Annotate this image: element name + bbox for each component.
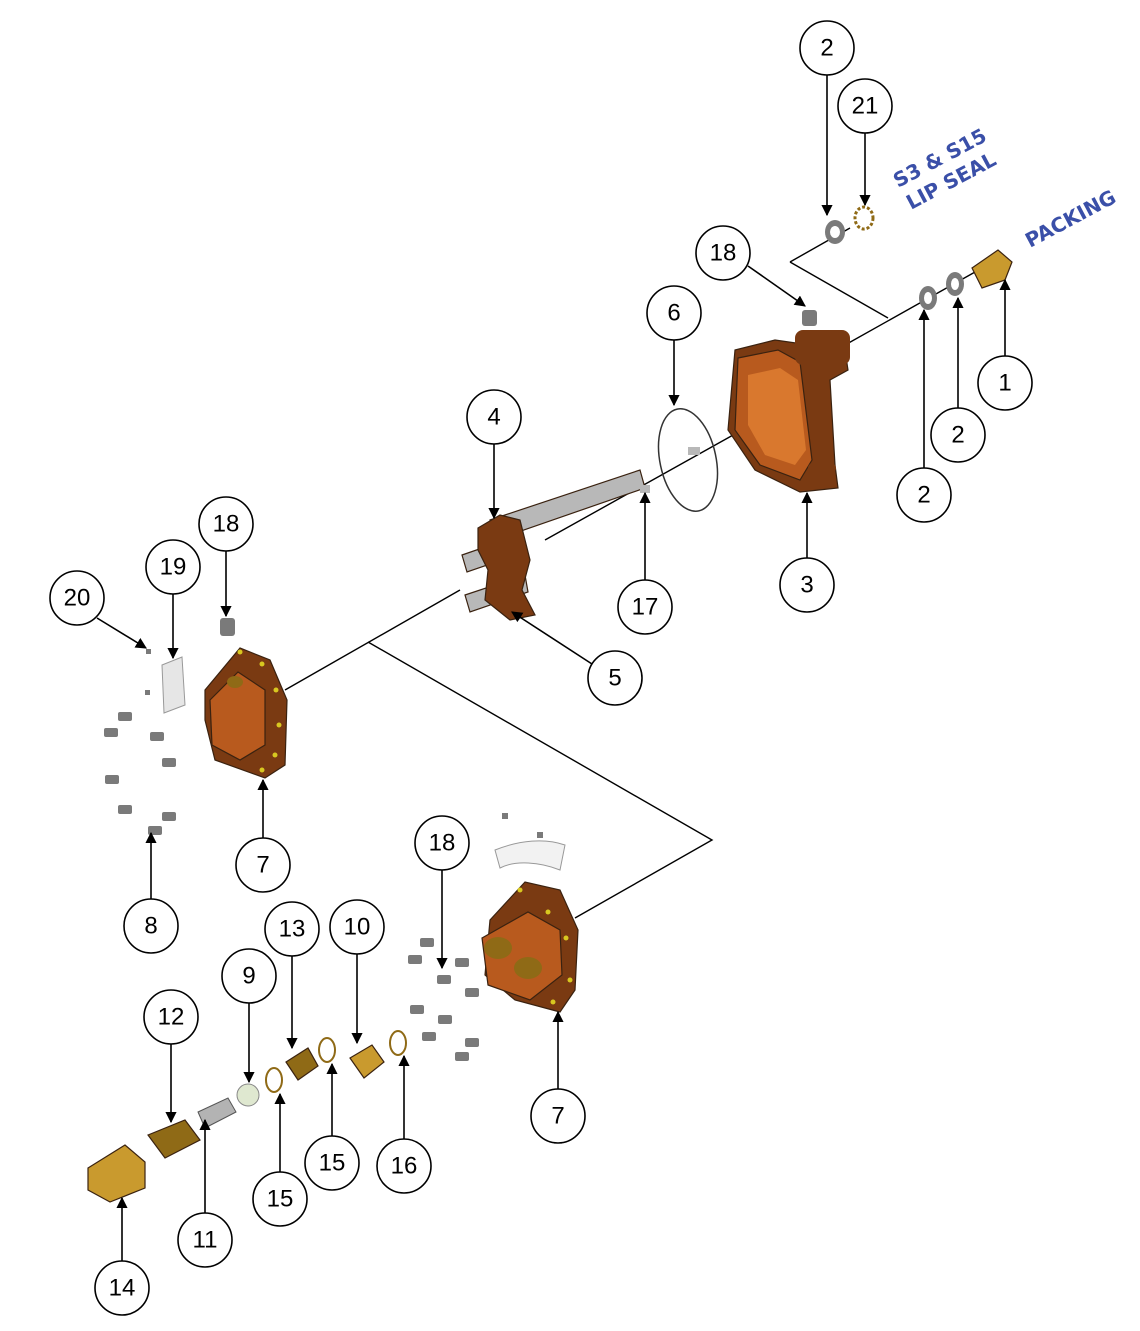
svg-text:6: 6: [667, 300, 680, 327]
balloon-18-lower: 18: [414, 815, 470, 871]
svg-text:2: 2: [820, 35, 833, 62]
balloon-2-top: 2: [799, 20, 855, 76]
balloon-10: 10: [329, 899, 385, 955]
svg-text:11: 11: [193, 1227, 218, 1254]
svg-text:1: 1: [998, 370, 1011, 397]
balloon-4: 4: [466, 389, 522, 445]
balloon-13: 13: [264, 901, 320, 957]
balloon-2-low: 2: [896, 467, 952, 523]
balloon-15-right: 15: [304, 1135, 360, 1191]
balloon-19: 19: [145, 539, 201, 595]
balloon-1: 1: [977, 355, 1033, 411]
balloon-17: 17: [617, 579, 673, 635]
svg-text:2: 2: [951, 422, 964, 449]
svg-text:12: 12: [158, 1004, 185, 1031]
balloon-9: 9: [221, 948, 277, 1004]
seal-packing-parts: [825, 205, 1013, 310]
balloon-12: 12: [143, 989, 199, 1045]
svg-text:15: 15: [319, 1150, 346, 1177]
svg-text:5: 5: [608, 665, 621, 692]
svg-text:8: 8: [144, 913, 157, 940]
svg-text:14: 14: [109, 1275, 136, 1302]
svg-text:13: 13: [279, 916, 306, 943]
relief-valve-parts: [87, 1030, 407, 1203]
small-fittings-parts: [145, 310, 817, 871]
svg-text:2: 2: [917, 482, 930, 509]
svg-text:20: 20: [64, 585, 91, 612]
svg-text:18: 18: [710, 240, 737, 267]
packing-label: PACKING: [1021, 185, 1120, 253]
lip-seal-label: S3 & S15 LIP SEAL: [889, 123, 1000, 214]
balloon-21: 21: [837, 78, 893, 134]
balloon-14: 14: [94, 1260, 150, 1316]
gasket-ring-part: [657, 408, 719, 512]
cap-screws-part: [104, 712, 479, 1061]
svg-text:7: 7: [256, 852, 269, 879]
head-plate-lower-part: [481, 881, 579, 1013]
pump-body-part: [727, 330, 850, 493]
balloon-5: 5: [587, 650, 643, 706]
balloon-8: 8: [123, 898, 179, 954]
assembly-axes: [284, 227, 1001, 919]
balloon-7-lower: 7: [530, 1088, 586, 1144]
svg-text:3: 3: [800, 572, 813, 599]
balloon-20: 20: [49, 570, 105, 626]
svg-text:9: 9: [242, 963, 255, 990]
balloon-18-left: 18: [198, 496, 254, 552]
balloon-2-mid: 2: [930, 407, 986, 463]
balloon-11: 11: [177, 1212, 233, 1268]
balloon-6: 6: [646, 285, 702, 341]
svg-text:10: 10: [344, 914, 371, 941]
balloon-7-upper: 7: [235, 837, 291, 893]
svg-text:19: 19: [160, 554, 187, 581]
balloon-16: 16: [376, 1138, 432, 1194]
balloon-15-left: 15: [252, 1171, 308, 1227]
svg-text:17: 17: [632, 594, 659, 621]
svg-text:15: 15: [267, 1186, 294, 1213]
svg-text:4: 4: [487, 404, 500, 431]
svg-text:16: 16: [391, 1153, 418, 1180]
gear-shaft-assembly-part: [461, 469, 646, 621]
balloon-18-top: 18: [695, 225, 751, 281]
head-plate-upper-part: [204, 647, 288, 779]
svg-text:18: 18: [213, 511, 240, 538]
svg-text:7: 7: [551, 1103, 564, 1130]
balloon-3: 3: [779, 557, 835, 613]
svg-text:21: 21: [852, 93, 879, 120]
svg-text:18: 18: [429, 830, 456, 857]
leader-lines: [96, 75, 1011, 1261]
